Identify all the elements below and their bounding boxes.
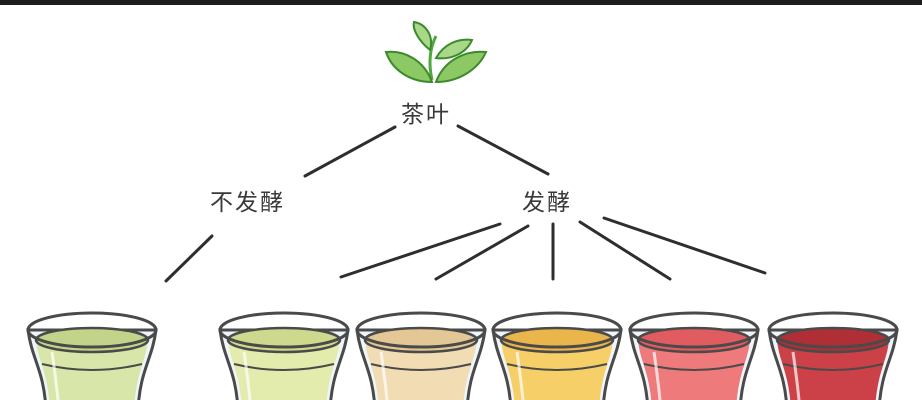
fermented-label: 发酵 [522, 190, 572, 216]
tea-cup-fermented [218, 311, 350, 400]
unfermented-label: 不发酵 [210, 190, 285, 216]
line-fermented-to-cup3 [434, 224, 530, 281]
tea-cup-unfermented [26, 311, 158, 400]
line-fermented-to-cup2 [339, 222, 502, 279]
line-root-to-unfermented [303, 125, 397, 178]
top-border [0, 0, 922, 5]
line-fermented-to-cup5 [578, 220, 672, 281]
cups-layer [26, 311, 899, 400]
tree-lines [164, 124, 767, 283]
line-fermented-to-cup6 [602, 216, 767, 275]
tea-cup-fermented [767, 311, 899, 400]
tea-cup-fermented [628, 311, 760, 400]
root-label: 茶叶 [401, 102, 451, 128]
tea-leaf-icon [384, 20, 488, 84]
tea-cup-fermented [355, 311, 487, 400]
line-root-to-fermented [456, 124, 550, 176]
tea-cup-fermented [491, 311, 623, 400]
line-unfermented-to-cup1 [164, 234, 214, 283]
